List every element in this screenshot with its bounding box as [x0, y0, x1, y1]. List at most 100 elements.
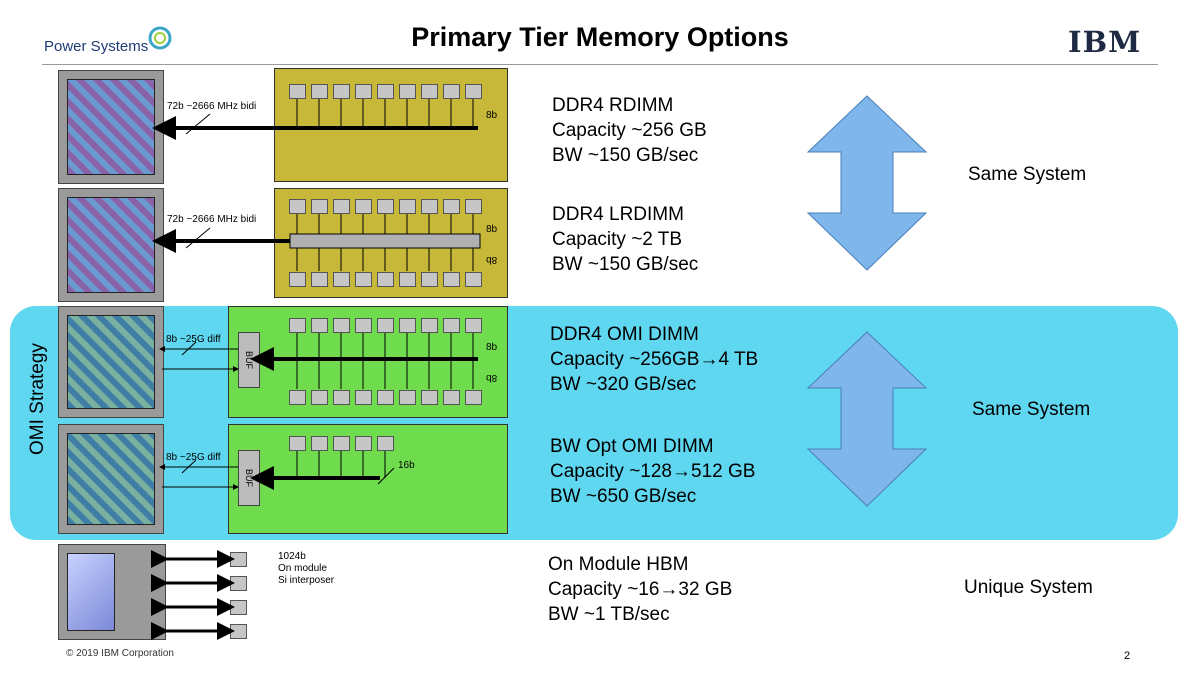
memory-cell: [399, 318, 416, 333]
memory-cell: [289, 318, 306, 333]
page-number: 2: [1124, 650, 1131, 662]
memory-cell: [333, 272, 350, 287]
hbm-note-module: On module: [278, 563, 327, 574]
system-label-middle: Same System: [972, 399, 1091, 420]
spec-capacity: Capacity ~16→32 GB: [548, 579, 733, 600]
memory-cell: [465, 199, 482, 214]
power-systems-logo: Power Systems: [44, 38, 149, 55]
memory-cell: [289, 199, 306, 214]
processor-chip-3: [58, 306, 164, 418]
memory-cell: [399, 84, 416, 99]
memory-cell: [355, 436, 372, 451]
memory-cell: [333, 199, 350, 214]
memory-cell: [289, 436, 306, 451]
spec-capacity: Capacity ~128→512 GB: [550, 461, 756, 482]
double-arrow-middle: [806, 331, 928, 507]
double-arrow-top: [806, 95, 928, 271]
header-divider: [42, 64, 1158, 65]
memory-cell: [377, 272, 394, 287]
spec-bw: BW ~320 GB/sec: [550, 374, 697, 395]
width-label-bwopt: 16b: [398, 460, 415, 471]
width-label-lrdimm-lower: 8b: [486, 254, 498, 265]
memory-cell: [399, 199, 416, 214]
memory-cell: [443, 199, 460, 214]
memory-cell: [377, 318, 394, 333]
system-label-bottom: Unique System: [964, 577, 1093, 598]
spec-name: DDR4 RDIMM: [552, 95, 674, 116]
width-label-omi-lower: 8b: [486, 372, 498, 383]
memory-cell: [399, 390, 416, 405]
spec-bw: BW ~1 TB/sec: [548, 604, 670, 625]
spec-capacity: Capacity ~256GB→4 TB: [550, 349, 759, 370]
processor-chip-2: [58, 188, 164, 302]
spec-capacity: Capacity ~256 GB: [552, 120, 707, 141]
memory-cell: [443, 84, 460, 99]
processor-chip-4: [58, 424, 164, 534]
spec-name: On Module HBM: [548, 554, 689, 575]
memory-cell: [311, 272, 328, 287]
memory-cell: [399, 272, 416, 287]
spec-hbm: On Module HBM Capacity ~16→32 GB BW ~1 T…: [548, 552, 732, 627]
spec-omi-dimm: DDR4 OMI DIMM Capacity ~256GB→4 TB BW ~3…: [550, 322, 758, 397]
memory-cell: [443, 390, 460, 405]
hbm-module: [58, 544, 166, 640]
memory-cell: [421, 199, 438, 214]
spec-bw: BW ~150 GB/sec: [552, 254, 699, 275]
link-label-bwopt: 8b ~25G diff: [166, 452, 221, 463]
spec-capacity: Capacity ~2 TB: [552, 229, 683, 250]
memory-cell: [421, 390, 438, 405]
memory-cell: [355, 272, 372, 287]
memory-cell: [355, 84, 372, 99]
memory-cell: [377, 199, 394, 214]
memory-cell: [465, 84, 482, 99]
copyright: © 2019 IBM Corporation: [66, 648, 174, 659]
memory-cell: [421, 272, 438, 287]
ibm-logo: IBM: [1068, 25, 1142, 59]
memory-cell: [465, 272, 482, 287]
memory-cell: [333, 84, 350, 99]
width-label-omi: 8b: [486, 342, 498, 353]
memory-cell: [311, 199, 328, 214]
memory-cell: [311, 318, 328, 333]
spec-bw: BW ~650 GB/sec: [550, 486, 697, 507]
width-label-lrdimm: 8b: [486, 224, 498, 235]
omi-strategy-band: [10, 306, 1178, 540]
page-title: Primary Tier Memory Options: [411, 22, 789, 52]
spec-name: BW Opt OMI DIMM: [550, 436, 714, 457]
link-label-rdimm: 72b ~2666 MHz bidi: [167, 101, 257, 112]
memory-cell: [443, 272, 460, 287]
memory-cell: [355, 390, 372, 405]
memory-cell: [333, 318, 350, 333]
hbm-note-width: 1024b: [278, 551, 306, 562]
memory-cell: [311, 84, 328, 99]
memory-cell: [377, 436, 394, 451]
memory-cell: [465, 390, 482, 405]
processor-chip-1: [58, 70, 164, 184]
memory-cell: [421, 84, 438, 99]
memory-cell: [355, 199, 372, 214]
width-label-rdimm: 8b: [486, 110, 498, 121]
link-label-omi: 8b ~25G diff: [166, 334, 221, 345]
spec-name: DDR4 LRDIMM: [552, 204, 684, 225]
hbm-note-interposer: Si interposer: [278, 575, 335, 586]
spec-name: DDR4 OMI DIMM: [550, 324, 699, 345]
memory-cell: [443, 318, 460, 333]
memory-cell: [377, 390, 394, 405]
memory-cell: [465, 318, 482, 333]
memory-cell: [333, 436, 350, 451]
spec-bw: BW ~150 GB/sec: [552, 145, 699, 166]
link-label-lrdimm: 72b ~2666 MHz bidi: [167, 214, 257, 225]
system-label-top: Same System: [968, 164, 1087, 185]
memory-cell: [421, 318, 438, 333]
memory-cell: [355, 318, 372, 333]
spec-bwopt-omi: BW Opt OMI DIMM Capacity ~128→512 GB BW …: [550, 434, 755, 509]
memory-cell: [289, 272, 306, 287]
spec-rdimm: DDR4 RDIMM Capacity ~256 GB BW ~150 GB/s…: [552, 93, 707, 168]
memory-cell: [289, 84, 306, 99]
spec-lrdimm: DDR4 LRDIMM Capacity ~2 TB BW ~150 GB/se…: [552, 202, 698, 277]
memory-cell: [289, 390, 306, 405]
memory-cell: [311, 436, 328, 451]
memory-cell: [333, 390, 350, 405]
memory-cell: [377, 84, 394, 99]
